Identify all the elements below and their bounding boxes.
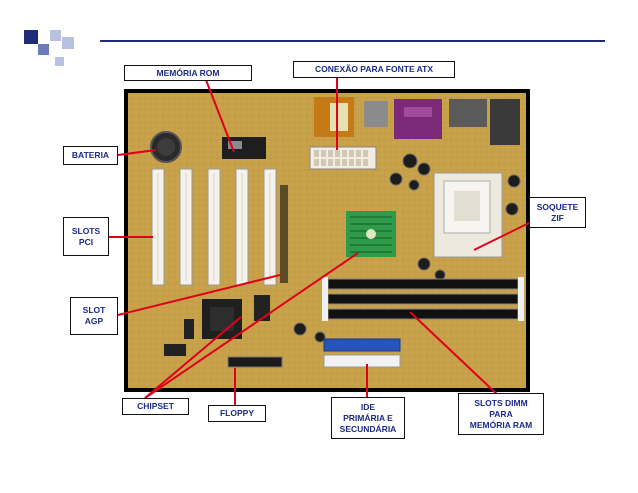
pointer-chipset-1 [144, 252, 359, 399]
header-square-light [50, 30, 61, 41]
floppy-connector [227, 356, 283, 368]
label-memoria-rom: MEMÓRIA ROM [124, 65, 252, 81]
header-square-light-2 [62, 37, 74, 49]
pointer-rom [205, 79, 235, 153]
header-square-dark [24, 30, 38, 44]
label-bateria: BATERIA [63, 146, 118, 165]
pointer-soquete [473, 222, 530, 251]
motherboard-photo [124, 89, 530, 392]
label-slot-agp: SLOT AGP [70, 297, 118, 335]
pointer-agp [117, 274, 281, 316]
label-chipset: CHIPSET [122, 398, 189, 415]
label-floppy: FLOPPY [208, 405, 266, 422]
motherboard-illustration [128, 93, 526, 388]
pointer-bateria [117, 149, 157, 156]
pointer-chipset-2 [144, 316, 242, 399]
io-connector-purple [394, 99, 442, 139]
header-rule [100, 40, 605, 42]
ide-secondary [323, 354, 401, 368]
ide-primary [323, 338, 401, 352]
label-slots-dimm: SLOTS DIMM PARA MEMÓRIA RAM [458, 393, 544, 435]
agp-slot [280, 185, 288, 283]
header-square-mid [38, 44, 49, 55]
label-soquete-zif: SOQUETE ZIF [529, 197, 586, 228]
pointer-dimm [409, 311, 501, 398]
io-connector-gray [449, 99, 487, 127]
label-slots-pci: SLOTS PCI [63, 217, 109, 256]
label-conexao-atx: CONEXÃO PARA FONTE ATX [293, 61, 455, 78]
label-ide: IDE PRIMÁRIA E SECUNDÁRIA [331, 397, 405, 439]
header-square-mid-2 [55, 57, 64, 66]
dimm-slots [322, 277, 524, 321]
